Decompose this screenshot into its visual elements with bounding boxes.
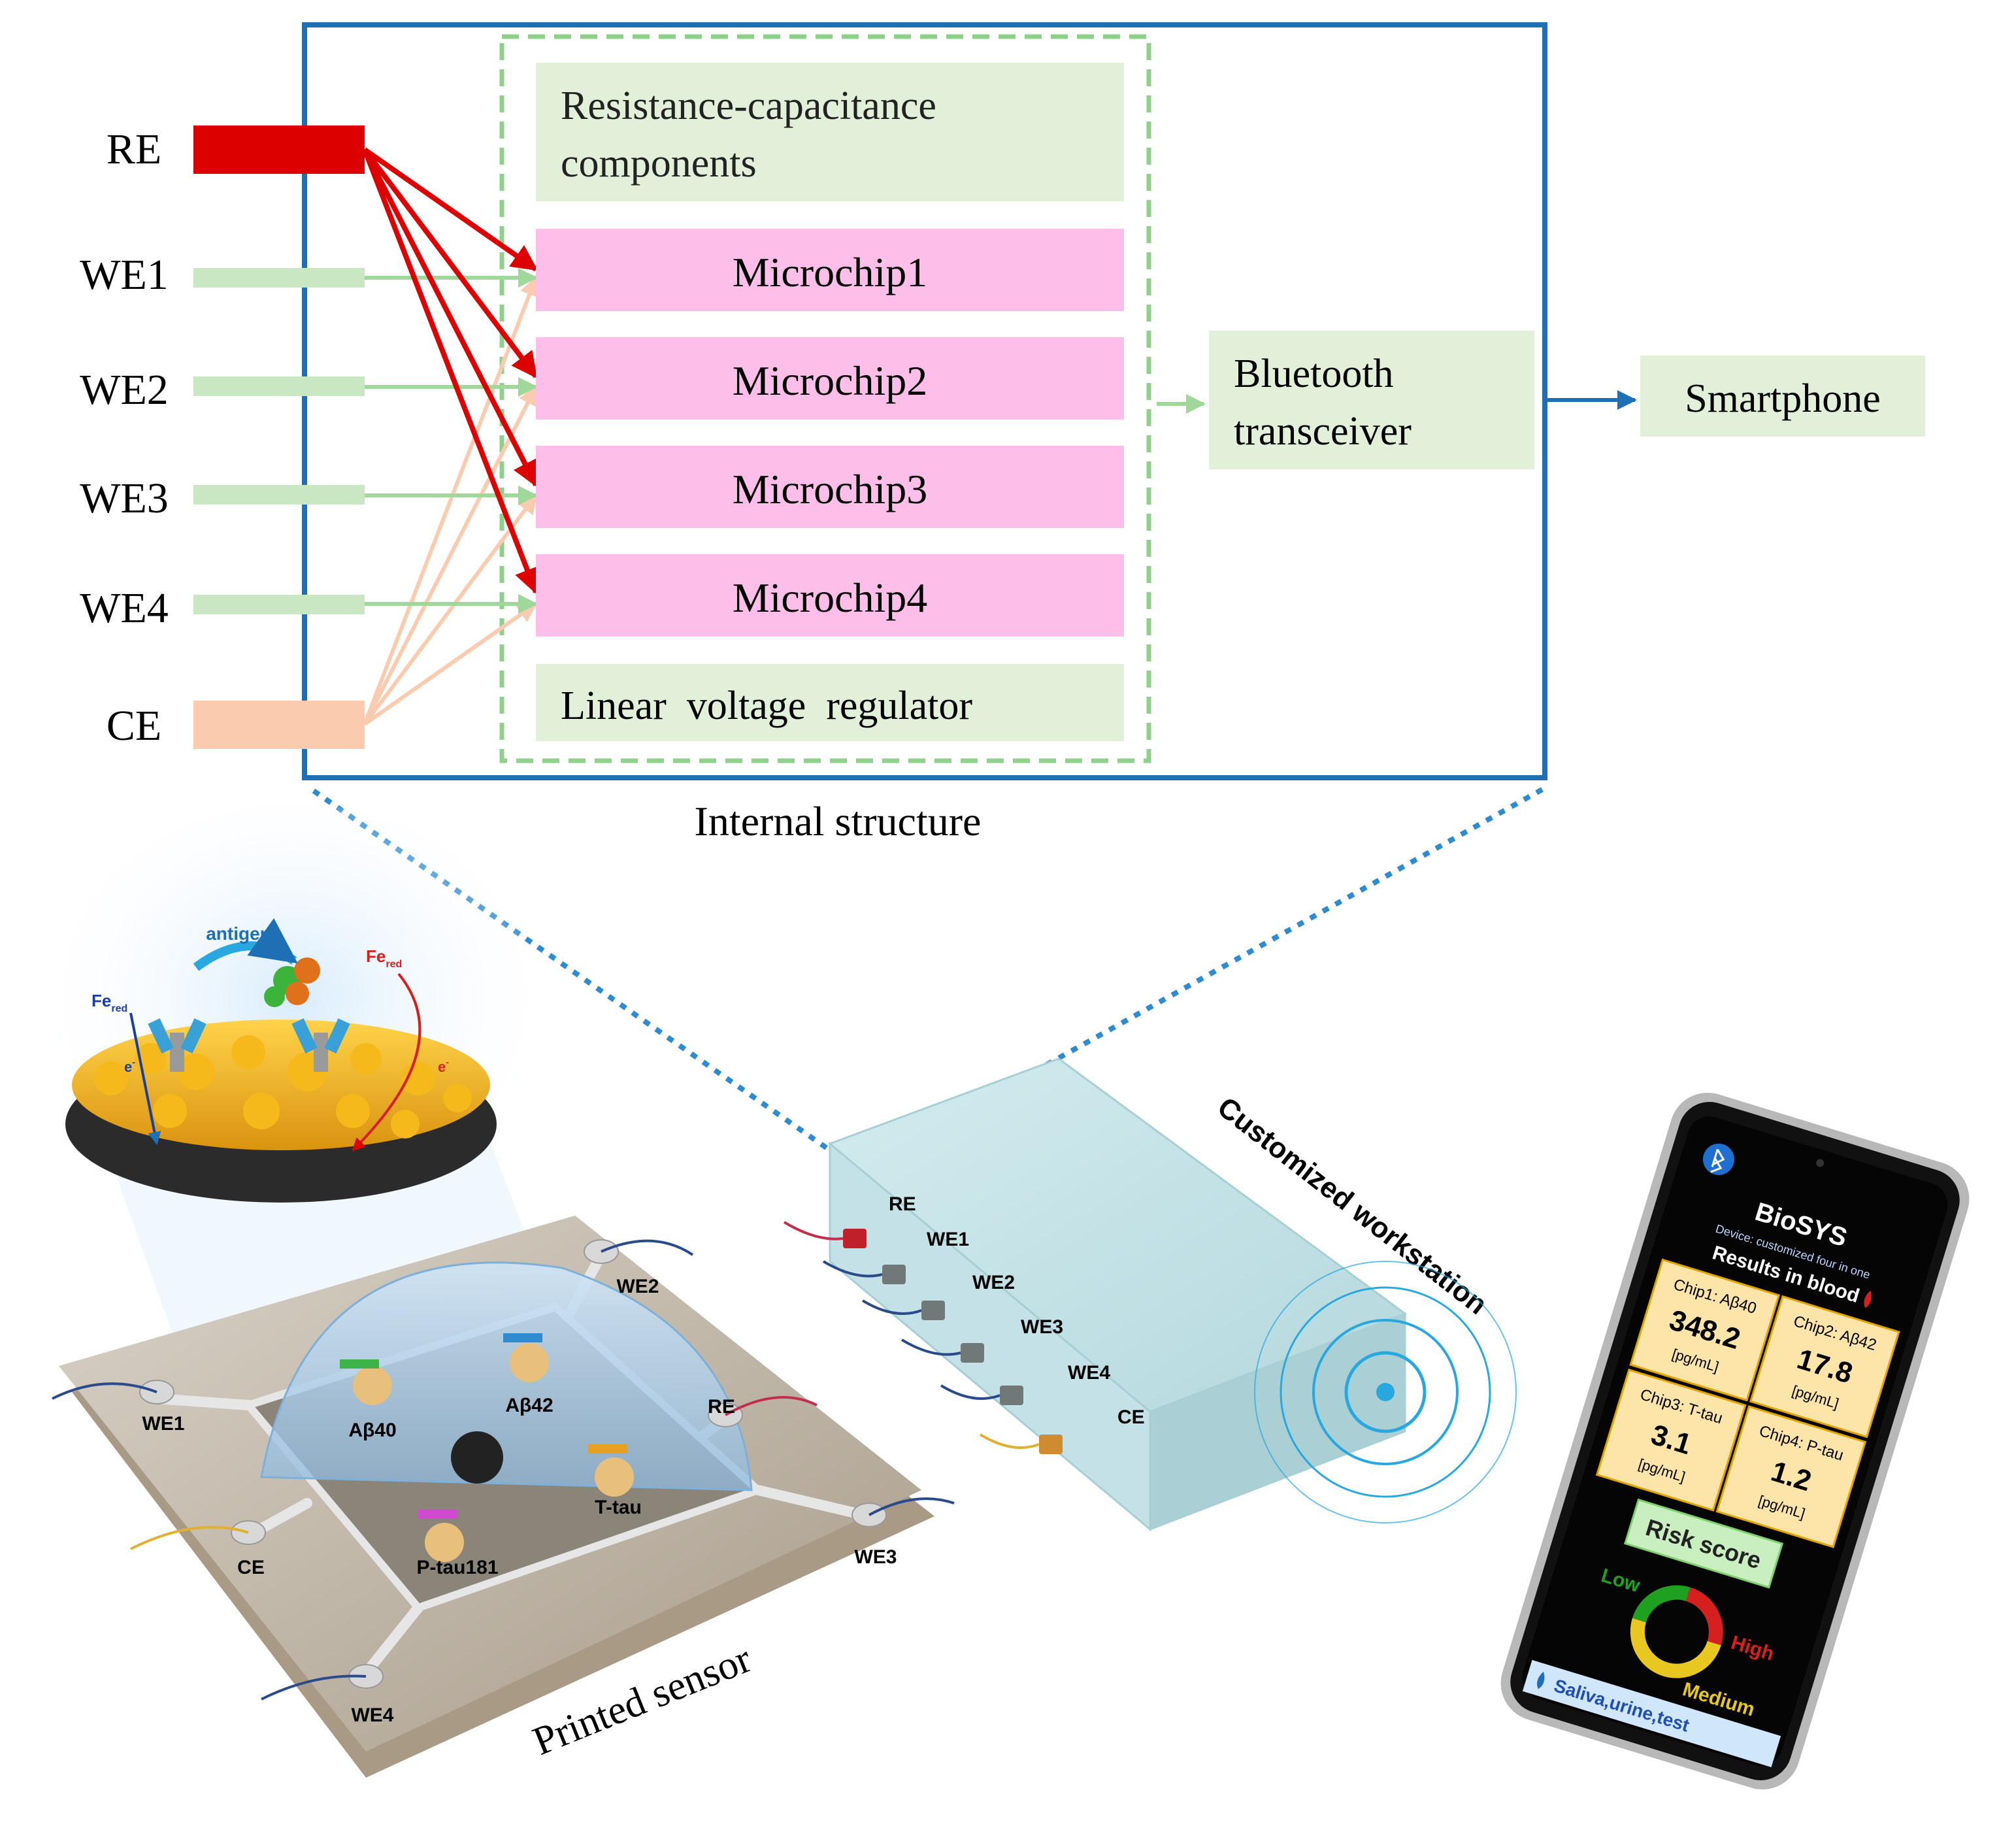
regulator-label: Linear voltage regulator: [561, 684, 972, 728]
chip3-card: [1595, 1368, 1747, 1512]
blood-drop-icon: [1864, 1290, 1872, 1308]
bluetooth-glyph: [1710, 1148, 1725, 1173]
wireless-source-dot: [1376, 1383, 1395, 1401]
electron-right: e-: [438, 1057, 449, 1075]
smartphone-label: Smartphone: [1685, 376, 1881, 421]
regulator-box: [536, 664, 1124, 741]
we3-bar: [193, 485, 365, 505]
workstation: Customized workstation RE WE1 WE2 WE3 WE…: [783, 1057, 1517, 1532]
workstation-ports: [843, 1229, 1063, 1454]
port-we3: WE3: [1021, 1316, 1063, 1338]
microchip2-box: [536, 337, 1124, 420]
rc-components-line1: Resistance-capacitance: [561, 84, 936, 128]
internal-structure-caption: Internal structure: [695, 798, 982, 844]
workstation-side: [1149, 1312, 1406, 1531]
other-samples-bar[interactable]: [1522, 1659, 1781, 1768]
bluetooth-line1: Bluetooth: [1234, 352, 1394, 396]
front-camera: [1816, 1159, 1825, 1167]
sensor-wires: [52, 1239, 955, 1701]
re-connections: [362, 147, 540, 595]
re-bar: [193, 125, 365, 174]
antigen-arrow: [193, 918, 298, 971]
zoom-line-right: [1044, 787, 1544, 1068]
ce-connections: [363, 276, 539, 726]
label-we3: WE3: [80, 474, 169, 522]
port-we4: WE4: [1068, 1362, 1110, 1384]
biomarker-ptau181: P-tau181: [416, 1557, 498, 1578]
pad-we3: WE3: [854, 1546, 897, 1568]
label-we1: WE1: [80, 251, 169, 299]
risk-score-box: [1623, 1498, 1784, 1589]
we4-bar: [193, 595, 365, 614]
label-re: RE: [107, 125, 161, 173]
water-drop-icon: [1537, 1671, 1545, 1689]
pad-we2: WE2: [616, 1276, 659, 1297]
label-we4: WE4: [80, 584, 169, 632]
label-we2: WE2: [80, 366, 169, 414]
workstation-cables: [783, 1221, 1040, 1449]
we-connections: [365, 268, 538, 614]
port-ce: CE: [1117, 1406, 1145, 1428]
risk-gauge: [1630, 1585, 1723, 1678]
fe-left-label: Fered: [91, 991, 127, 1014]
label-ce: CE: [107, 702, 161, 750]
pad-ce: CE: [237, 1557, 265, 1578]
bluetooth-icon: [1702, 1143, 1734, 1175]
port-we1: WE1: [927, 1229, 969, 1250]
microchip1-label: Microchip1: [733, 249, 928, 295]
fe-left-arrow: [129, 1012, 161, 1145]
microchip3-label: Microchip3: [733, 466, 928, 512]
pad-we4: WE4: [351, 1704, 393, 1726]
port-re: RE: [889, 1193, 916, 1215]
fe-right-label: Fered: [366, 946, 402, 970]
microchip1-box: [536, 229, 1124, 311]
biomarker-abeta40: Aβ40: [348, 1420, 396, 1441]
biomarker-abeta42: Aβ42: [505, 1395, 553, 1416]
port-we2: WE2: [972, 1272, 1015, 1293]
smartphone-box: [1640, 356, 1925, 437]
sensor-dome: [260, 1261, 753, 1491]
microchip2-label: Microchip2: [733, 357, 928, 404]
bluetooth-box: [1209, 331, 1534, 469]
surface-antibodies: [148, 1018, 350, 1072]
chip2-card: [1749, 1295, 1900, 1438]
microchip3-box: [536, 446, 1124, 528]
antigen-label: antigen: [206, 923, 271, 944]
smartphone-device: BioSYS Device: customized four in one Re…: [1500, 1092, 1970, 1790]
chip4-card: [1715, 1405, 1867, 1548]
chip-board-outline: [499, 34, 1151, 763]
rc-components-line2: components: [561, 141, 757, 186]
pad-we1: WE1: [142, 1413, 184, 1435]
we1-bar: [193, 268, 365, 288]
nanoparticles: [94, 1035, 472, 1138]
printed-sensor: antigen Fered e- Fered e-: [46, 804, 955, 1778]
pad-re: RE: [708, 1396, 735, 1418]
microchip4-box: [536, 554, 1124, 637]
biomarker-sites: [340, 1333, 634, 1562]
microchip4-label: Microchip4: [733, 574, 928, 621]
center-electrode: [451, 1431, 503, 1484]
fe-right-arrow: [352, 972, 421, 1152]
biomarker-ttau: T-tau: [595, 1497, 642, 1518]
wireless-signal-icon: [1254, 1261, 1517, 1523]
ce-bar: [193, 701, 365, 749]
electron-left: e-: [124, 1057, 135, 1075]
bluetooth-line2: transceiver: [1234, 409, 1412, 454]
antigen-protein: [264, 957, 320, 1007]
we2-bar: [193, 376, 365, 396]
chip1-card: [1629, 1258, 1781, 1402]
rc-components-box: [536, 63, 1124, 201]
